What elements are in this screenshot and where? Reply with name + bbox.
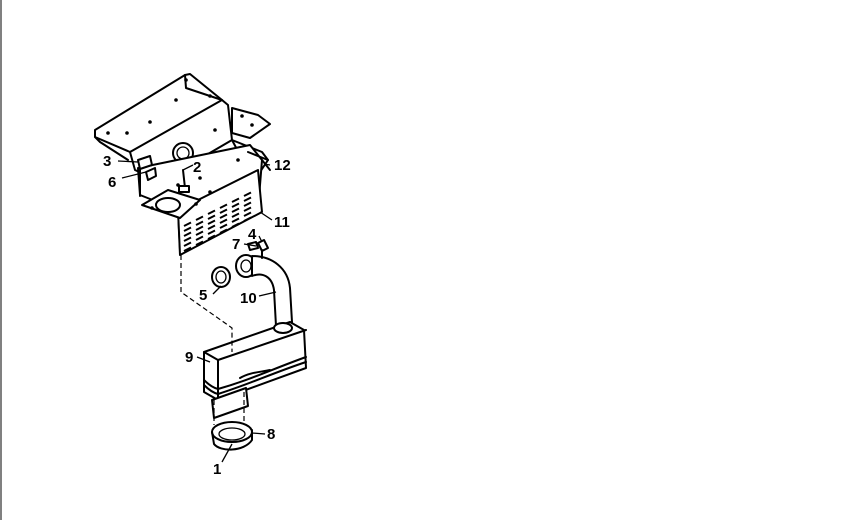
callout-labels: 3 6 2 12 11 4 7 5 10 9 8 1 <box>103 153 291 478</box>
callout-8: 8 <box>267 426 275 443</box>
heat-shield-slot <box>183 246 192 252</box>
heat-shield-slot <box>207 229 216 235</box>
heat-shield-slot <box>231 217 240 223</box>
heat-shield-slot <box>195 215 204 221</box>
heat-shield-slot <box>219 213 228 219</box>
callout-6: 6 <box>108 174 116 191</box>
heat-shield-slot <box>243 201 252 207</box>
heat-shield-slot <box>243 206 252 212</box>
heat-shield-slot <box>195 225 204 231</box>
heat-shield-slot <box>207 234 216 240</box>
callout-5: 5 <box>199 287 207 304</box>
heat-shield-slot <box>243 216 252 222</box>
heat-shield-slot <box>231 222 240 228</box>
assembly-dashed-lines <box>180 255 245 425</box>
heat-shield-slot <box>231 202 240 208</box>
clamp-part <box>211 421 253 451</box>
heat-shield-slot <box>219 203 228 209</box>
screw-parts <box>137 155 190 193</box>
heat-shield-slot <box>183 226 192 232</box>
callout-12: 12 <box>274 157 291 174</box>
heat-shield-slot <box>195 220 204 226</box>
heat-shield-slot <box>195 230 204 236</box>
heat-shield-part <box>137 144 271 256</box>
heat-shield-slot <box>231 207 240 213</box>
heat-shield-slot <box>219 223 228 229</box>
heat-shield-slot <box>207 219 216 225</box>
heat-shield-slot <box>243 191 252 197</box>
callout-11: 11 <box>274 214 290 231</box>
heat-shield-slot <box>207 209 216 215</box>
heat-shield-slot <box>183 221 192 227</box>
heat-shield-slot <box>231 212 240 218</box>
heat-shield-slot <box>195 240 204 246</box>
heat-shield-slot <box>243 211 252 217</box>
heat-shield-slot <box>219 218 228 224</box>
heat-shield-slot <box>183 231 192 237</box>
callout-3: 3 <box>103 153 111 170</box>
leader-lines <box>117 160 277 463</box>
callout-1: 1 <box>213 461 221 478</box>
gasket-part <box>211 266 231 288</box>
exhaust-pipe-part <box>235 239 293 332</box>
callout-7: 7 <box>232 236 240 253</box>
callout-4: 4 <box>248 226 257 243</box>
heat-shield-slot <box>231 197 240 203</box>
heat-shield-slot <box>219 208 228 214</box>
heat-shield-slot <box>183 236 192 242</box>
heat-shield-slot <box>195 235 204 241</box>
callout-9: 9 <box>185 349 193 366</box>
heat-shield-slot <box>243 196 252 202</box>
callout-10: 10 <box>240 290 257 307</box>
heat-shield-slot <box>207 214 216 220</box>
muffler-part <box>203 321 307 419</box>
heat-shield-slot <box>219 228 228 234</box>
callout-2: 2 <box>193 159 201 176</box>
heat-shield-slot <box>207 224 216 230</box>
heat-shield-slot <box>183 241 192 247</box>
